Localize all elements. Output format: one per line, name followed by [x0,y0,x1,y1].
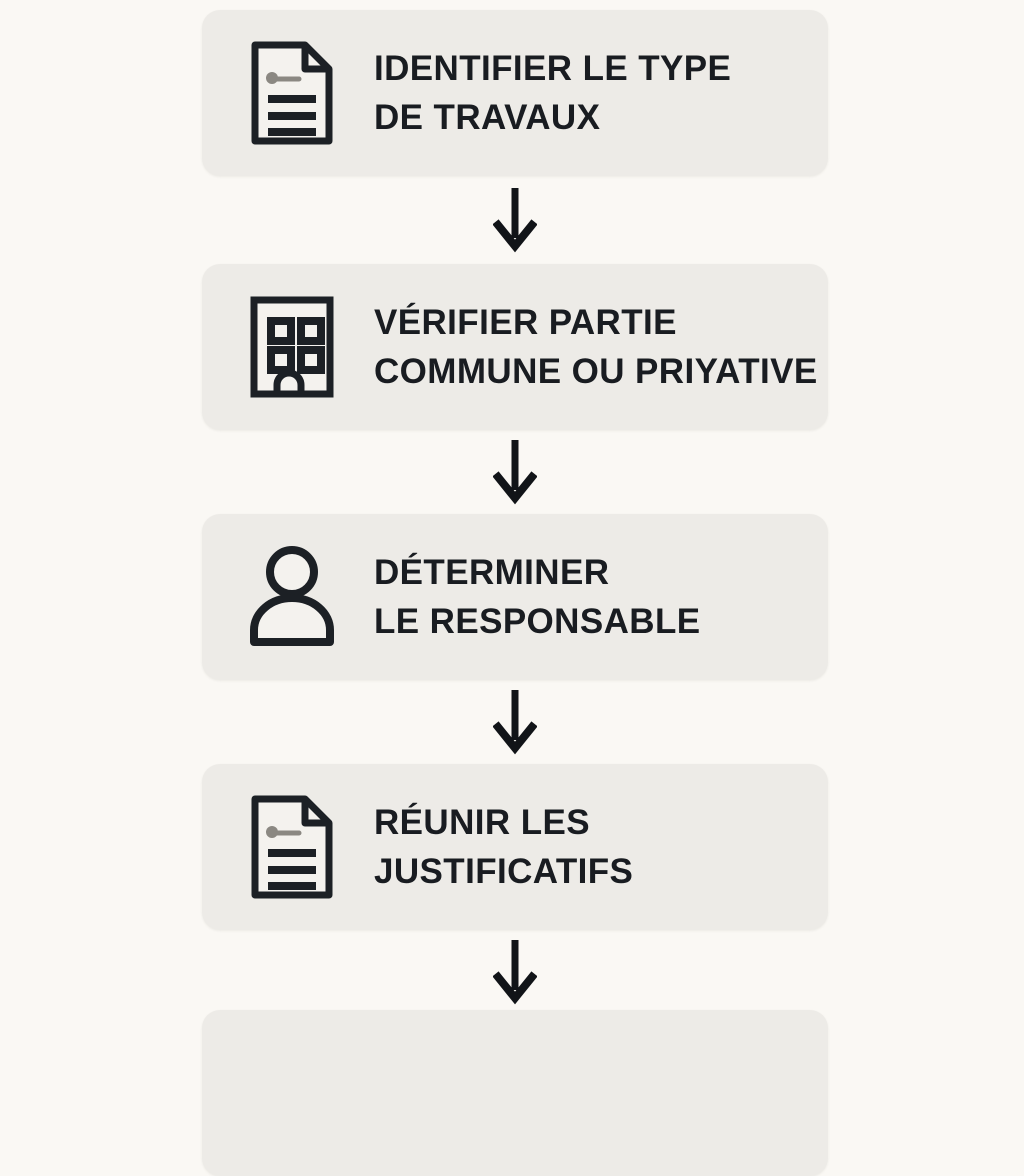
person-icon [244,542,340,652]
step-line-2: JUSTIFICATIFS [374,852,634,891]
arrow-down-icon-4 [493,940,537,1010]
document-icon [244,38,340,148]
document-icon [244,792,340,902]
flow-step-2-label: VÉRIFIER PARTIE COMMUNE OU PRIYATIVE [374,298,818,396]
step-line-1: VÉRIFIER PARTIE [374,303,677,342]
flow-step-3-label: DÉTERMINER LE RESPONSABLE [374,548,700,646]
flow-step-1-label: IDENTIFIER LE TYPE DE TRAVAUX [374,44,731,142]
building-icon [244,292,340,402]
flow-step-1[interactable]: IDENTIFIER LE TYPE DE TRAVAUX [202,10,828,176]
flow-step-4-label: RÉUNIR LES JUSTIFICATIFS [374,798,633,896]
arrow-down-icon-1 [493,188,537,258]
flow-step-5[interactable] [202,1010,828,1176]
step-line-2: LE RESPONSABLE [374,602,701,641]
flowchart-diagram: IDENTIFIER LE TYPE DE TRAVAUX VÉRIFIER P… [202,10,828,1176]
step-line-2: DE TRAVAUX [374,98,601,137]
flow-step-2[interactable]: VÉRIFIER PARTIE COMMUNE OU PRIYATIVE [202,264,828,430]
step-line-1: DÉTERMINER [374,553,610,592]
step-line-2: COMMUNE OU PRIYATIVE [374,352,818,391]
arrow-down-icon-3 [493,690,537,760]
step-line-1: RÉUNIR LES [374,803,590,842]
flow-step-3[interactable]: DÉTERMINER LE RESPONSABLE [202,514,828,680]
arrow-down-icon-2 [493,440,537,510]
step-line-1: IDENTIFIER LE TYPE [374,49,732,88]
flow-step-4[interactable]: RÉUNIR LES JUSTIFICATIFS [202,764,828,930]
